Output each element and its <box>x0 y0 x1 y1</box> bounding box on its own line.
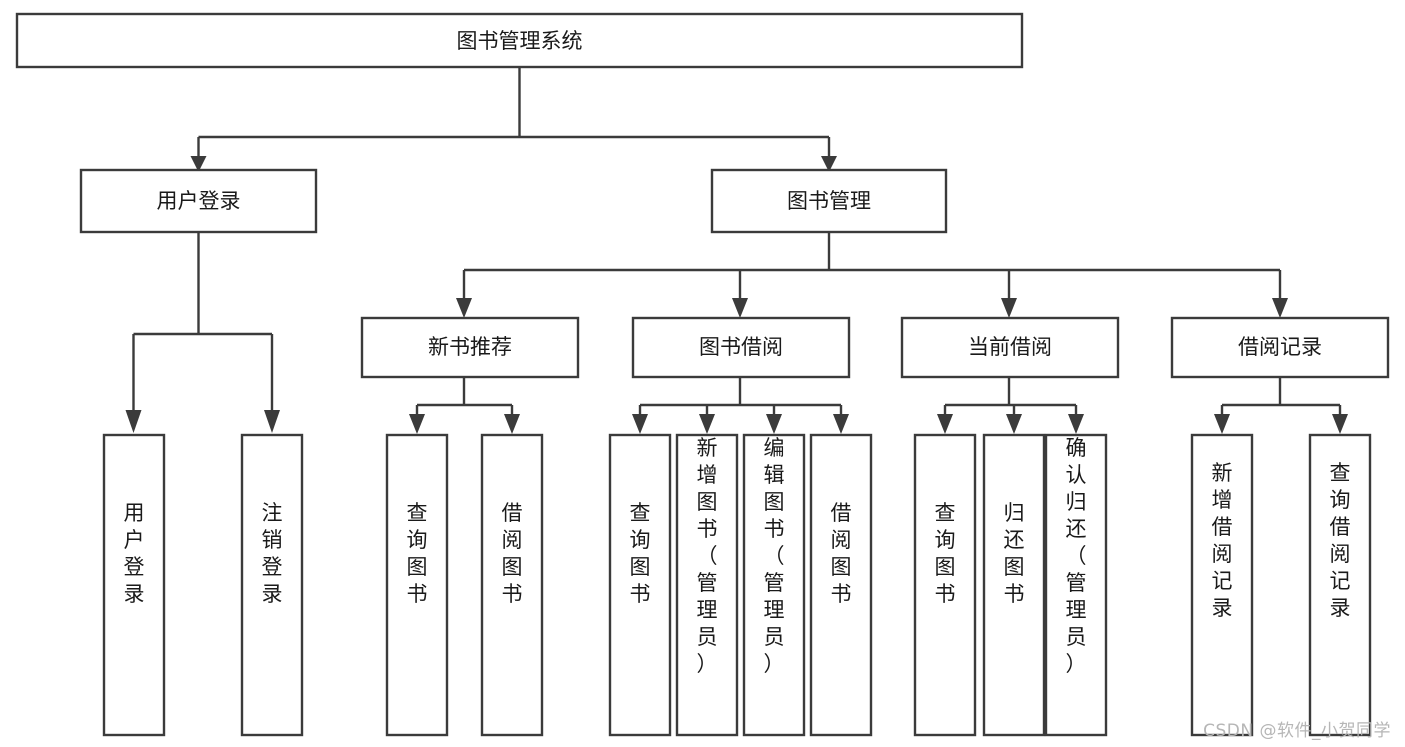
leaf-bookborrow-borrow-book-box[interactable] <box>809 433 873 737</box>
leaf-bookborrow-query-books[interactable]: 查询图书 <box>608 433 672 737</box>
leaf-newbook-query-books-label: 查询图书 <box>407 501 428 606</box>
node-current-borrow-box[interactable] <box>900 316 1120 379</box>
leaf-bookborrow-borrow-book[interactable]: 借阅图书 <box>809 433 873 737</box>
leaf-user-login-signout-label: 注销登录 <box>262 501 283 606</box>
node-book-management-box[interactable] <box>710 168 948 234</box>
leaf-bookborrow-query-books-label: 查询图书 <box>630 501 651 606</box>
leaf-currentborrow-query-books-box[interactable] <box>913 433 977 737</box>
leaf-user-login-signout-box[interactable] <box>240 433 304 737</box>
arrow-borrowrecord-leaf-1 <box>1214 414 1230 434</box>
node-book-borrow-label: 图书借阅 <box>699 335 783 359</box>
arrow-userlogin-leaf-1 <box>125 410 142 433</box>
arrow-to-borrowrecord <box>1272 298 1288 318</box>
arrow-newbook-leaf-1 <box>409 414 425 434</box>
leaf-borrowrecord-query-record-label: 查询借阅记录 <box>1330 461 1351 620</box>
node-user-login-label: 用户登录 <box>157 189 241 213</box>
node-current-borrow-label: 当前借阅 <box>968 335 1052 359</box>
arrow-newbook-leaf-2 <box>504 414 520 434</box>
leaf-bookborrow-add-book-box[interactable] <box>675 433 739 737</box>
leaf-currentborrow-confirm-return-box[interactable] <box>1044 433 1108 737</box>
leaf-user-login-signout[interactable]: 注销登录 <box>240 433 304 737</box>
node-user-login-box[interactable] <box>79 168 318 234</box>
node-user-login[interactable]: 用户登录 <box>79 168 318 234</box>
leaf-borrowrecord-add-record-box[interactable] <box>1190 433 1254 737</box>
arrow-borrowrecord-leaf-2 <box>1332 414 1348 434</box>
arrow-to-bookborrow <box>732 298 748 318</box>
leaf-user-login-signin-label: 用户登录 <box>124 501 145 606</box>
arrow-userlogin-leaf-2 <box>264 410 280 433</box>
leaf-bookborrow-query-books-box[interactable] <box>608 433 672 737</box>
arrow-bookborrow-leaf-1 <box>632 414 648 434</box>
node-new-book-recommend-box[interactable] <box>360 316 580 379</box>
leaf-bookborrow-edit-book-label: 编辑图书（管理员） <box>764 436 785 676</box>
node-book-borrow[interactable]: 图书借阅 <box>631 316 851 379</box>
leaf-currentborrow-return-books-box[interactable] <box>982 433 1046 737</box>
arrow-to-newbook <box>456 298 472 318</box>
node-book-management-label: 图书管理 <box>787 189 871 213</box>
leaf-newbook-query-books-box[interactable] <box>385 433 449 737</box>
connector-layer <box>125 67 1348 434</box>
arrow-bookborrow-leaf-3 <box>766 414 782 434</box>
leaf-user-login-signin-box[interactable] <box>102 433 166 737</box>
leaf-borrowrecord-add-record-label: 新增借阅记录 <box>1212 461 1233 620</box>
node-root-label: 图书管理系统 <box>457 29 583 53</box>
leaf-newbook-borrow-books[interactable]: 借阅图书 <box>480 433 544 737</box>
leaf-borrowrecord-query-record[interactable]: 查询借阅记录 <box>1308 433 1372 737</box>
node-borrow-record-label: 借阅记录 <box>1238 335 1322 359</box>
node-book-borrow-box[interactable] <box>631 316 851 379</box>
leaf-bookborrow-edit-book-box[interactable] <box>742 433 806 737</box>
leaf-currentborrow-confirm-return-label: 确认归还（管理员） <box>1066 436 1087 676</box>
node-root-book-management-system[interactable]: 图书管理系统 <box>15 12 1024 69</box>
csdn-watermark: CSDN @软件_小贺同学 <box>1203 721 1391 741</box>
leaf-currentborrow-query-books[interactable]: 查询图书 <box>913 433 977 737</box>
arrow-bookborrow-leaf-4 <box>833 414 849 434</box>
leaf-currentborrow-confirm-return[interactable]: 确认归还（管理员） <box>1044 433 1108 737</box>
arrow-currentborrow-leaf-1 <box>937 414 953 434</box>
node-new-book-recommend-label: 新书推荐 <box>428 335 512 359</box>
arrow-currentborrow-leaf-3 <box>1068 414 1084 434</box>
leaf-bookborrow-edit-book[interactable]: 编辑图书（管理员） <box>742 433 806 737</box>
leaf-newbook-borrow-books-label: 借阅图书 <box>502 501 523 606</box>
leaf-bookborrow-add-book[interactable]: 新增图书（管理员） <box>675 433 739 737</box>
leaf-currentborrow-return-books[interactable]: 归还图书 <box>982 433 1046 737</box>
leaf-bookborrow-add-book-label: 新增图书（管理员） <box>697 436 718 676</box>
arrow-to-currentborrow <box>1001 298 1017 318</box>
leaf-borrowrecord-query-record-box[interactable] <box>1308 433 1372 737</box>
arrow-to-user-login <box>190 156 207 172</box>
node-new-book-recommend[interactable]: 新书推荐 <box>360 316 580 379</box>
leaf-user-login-signin[interactable]: 用户登录 <box>102 433 166 737</box>
node-borrow-record-box[interactable] <box>1170 316 1390 379</box>
node-root-box[interactable] <box>15 12 1024 69</box>
leaf-currentborrow-query-books-label: 查询图书 <box>935 501 956 606</box>
node-book-management[interactable]: 图书管理 <box>710 168 948 234</box>
leaf-borrowrecord-add-record[interactable]: 新增借阅记录 <box>1190 433 1254 737</box>
arrow-to-book-manage <box>821 156 837 172</box>
leaf-bookborrow-borrow-book-label: 借阅图书 <box>831 501 852 606</box>
leaf-currentborrow-return-books-label: 归还图书 <box>1004 501 1025 606</box>
arrow-currentborrow-leaf-2 <box>1006 414 1022 434</box>
arrow-bookborrow-leaf-2 <box>699 414 715 434</box>
leaf-newbook-borrow-books-box[interactable] <box>480 433 544 737</box>
leaf-newbook-query-books[interactable]: 查询图书 <box>385 433 449 737</box>
node-current-borrow[interactable]: 当前借阅 <box>900 316 1120 379</box>
node-borrow-record[interactable]: 借阅记录 <box>1170 316 1390 379</box>
